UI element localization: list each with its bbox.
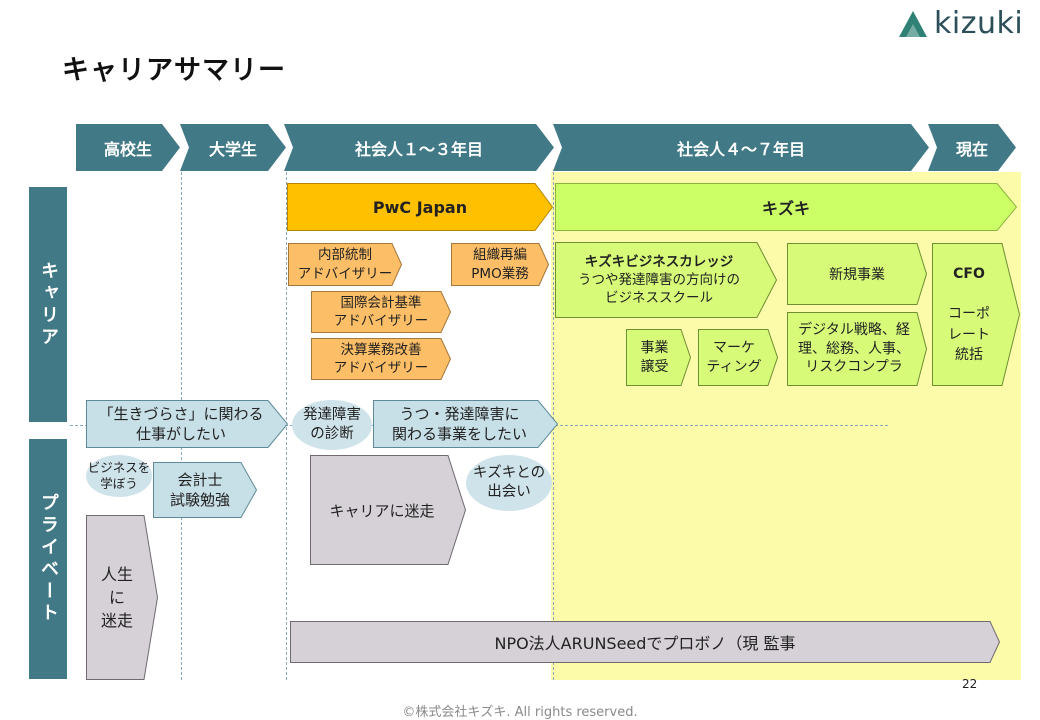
- timeline-label: 社会人１～３年目: [354, 139, 483, 159]
- box-line: 新規事業: [829, 267, 885, 283]
- section-private: プライベート: [29, 439, 67, 679]
- box-line: 発達障害: [303, 407, 361, 424]
- intl-accounting-box: 国際会計基準アドバイザリー: [311, 291, 451, 333]
- npo-probono-bar: NPO法人ARUNSeedでプロボノ（現 監事: [290, 621, 1000, 663]
- new-business-box: 新規事業: [787, 243, 927, 305]
- cfo-box: CFO コーポレート統括: [932, 243, 1020, 386]
- box-line: 理、総務、人事、: [798, 340, 910, 357]
- timeline-label: 現在: [955, 139, 988, 159]
- timeline-work-4-7: 社会人４～７年目: [553, 124, 929, 171]
- box-line: 国際会計基準: [340, 294, 422, 311]
- copyright: ©株式会社キズキ. All rights reserved.: [402, 705, 638, 720]
- lost-life-box: 人生に迷走: [86, 515, 158, 680]
- box-line: 「生きづらさ」に関わる: [98, 404, 264, 423]
- timeline-label: 高校生: [103, 139, 152, 159]
- box-line: キズキビジネスカレッジ: [584, 253, 734, 270]
- logo-text: kizuki: [934, 6, 1024, 41]
- section-label: プライベート: [38, 493, 59, 625]
- box-line: 迷走: [100, 611, 133, 631]
- box-line: うつや発達障害の方向けの: [578, 271, 740, 288]
- box-line: 仕事がしたい: [135, 425, 226, 443]
- box-line: 学ぼう: [100, 476, 138, 491]
- want-work-box: 「生きづらさ」に関わる仕事がしたい: [86, 400, 288, 448]
- box-line: リスクコンプラ: [805, 359, 903, 376]
- page-title: キャリアサマリー: [62, 55, 286, 86]
- box-line: キズキとの: [472, 465, 546, 482]
- box-line: 譲受: [640, 358, 669, 375]
- box-line: 組織再編: [472, 247, 527, 264]
- box-line: ビジネスを: [87, 459, 151, 475]
- box-line: に: [108, 587, 125, 607]
- section-career: キャリア: [29, 187, 67, 422]
- box-line: ビジネススクール: [605, 290, 713, 307]
- lost-career-box: キャリアに迷走: [310, 455, 466, 565]
- meet-kizuki-bubble: キズキとの出会い: [466, 455, 552, 511]
- box-line: 人生: [100, 564, 133, 584]
- diagnosis-bubble: 発達障害の診断: [292, 400, 372, 450]
- timeline-highschool: 高校生: [76, 124, 180, 171]
- box-line: コーポ: [948, 306, 990, 323]
- section-label: キャリア: [38, 260, 59, 349]
- box-line: 会計士: [177, 470, 223, 489]
- box-line: うつ・発達障害に: [399, 404, 520, 423]
- closing-improvement-box: 決算業務改善アドバイザリー: [311, 338, 451, 380]
- box-line: PMO業務: [471, 265, 529, 282]
- box-line: 統括: [955, 346, 983, 363]
- cpa-study-box: 会計士試験勉強: [153, 462, 257, 518]
- box-line: アドバイザリー: [297, 265, 393, 282]
- digital-strategy-box: デジタル戦略、経理、総務、人事、リスクコンプラ: [787, 312, 927, 386]
- box-line: の診断: [310, 426, 354, 442]
- kizuki-logo-icon: [899, 11, 927, 37]
- box-line: アドバイザリー: [333, 313, 429, 329]
- box-line: 試験勉強: [169, 491, 230, 509]
- box-line: 決算業務改善: [340, 341, 422, 358]
- pwc-label: PwC Japan: [372, 197, 468, 217]
- divider-work: [286, 172, 287, 680]
- box-line: デジタル戦略、経: [798, 321, 910, 338]
- box-line: 関わる事業をしたい: [391, 425, 527, 443]
- timeline-university: 大学生: [180, 124, 286, 171]
- box-line: CFO: [953, 265, 985, 282]
- timeline-work-1-3: 社会人１～３年目: [284, 124, 554, 171]
- box-line: マーケ: [712, 339, 755, 356]
- timeline-now: 現在: [928, 124, 1016, 171]
- box-line: ティング: [706, 358, 762, 375]
- box-line: レート: [948, 326, 990, 343]
- kizuki-logo: kizuki: [896, 6, 1026, 42]
- box-line: NPO法人ARUNSeedでプロボノ（現 監事: [494, 634, 796, 653]
- succession-box: 事業譲受: [626, 329, 691, 386]
- box-line: キャリアに迷走: [329, 501, 435, 520]
- marketing-box: マーケティング: [698, 329, 778, 386]
- page-number: 22: [962, 677, 978, 691]
- box-line: 事業: [640, 339, 669, 356]
- box-line: 内部統制: [318, 247, 372, 264]
- kizuki-bar: キズキ: [555, 183, 1017, 231]
- box-line: アドバイザリー: [333, 360, 429, 376]
- pwc-japan-bar: PwC Japan: [287, 183, 553, 231]
- timeline-label: 大学生: [208, 139, 257, 159]
- business-college-box: キズキビジネスカレッジうつや発達障害の方向けのビジネススクール: [555, 242, 777, 318]
- kizuki-label: キズキ: [761, 199, 810, 218]
- box-line: 出会い: [487, 484, 531, 500]
- internal-control-box: 内部統制アドバイザリー: [288, 243, 402, 286]
- learn-business-bubble: ビジネスを学ぼう: [86, 455, 152, 497]
- timeline-label: 社会人４～７年目: [676, 139, 805, 159]
- work-related-box: うつ・発達障害に関わる事業をしたい: [373, 400, 558, 448]
